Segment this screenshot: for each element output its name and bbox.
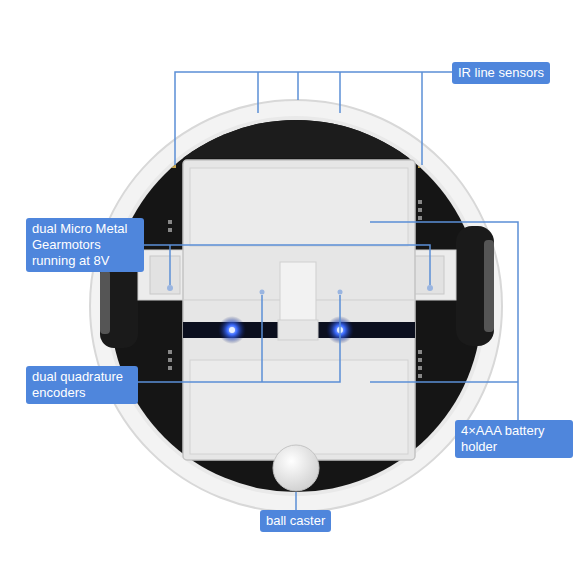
motor-callout: dual Micro Metal Gearmotors running at 8… — [26, 218, 144, 272]
caster-callout: ball caster — [260, 510, 331, 532]
battery-callout: 4×AAA battery holder — [455, 420, 573, 458]
callout-text: 4×AAA battery holder — [461, 423, 567, 455]
encoder-callout: dual quadrature encoders — [26, 366, 138, 404]
callout-text: ball caster — [266, 513, 325, 529]
sensor-callout: IR line sensors — [452, 62, 550, 84]
callout-text: dual quadrature encoders — [32, 369, 132, 401]
callout-text: IR line sensors — [458, 65, 544, 81]
callout-text: dual Micro Metal Gearmotors running at 8… — [32, 221, 138, 269]
